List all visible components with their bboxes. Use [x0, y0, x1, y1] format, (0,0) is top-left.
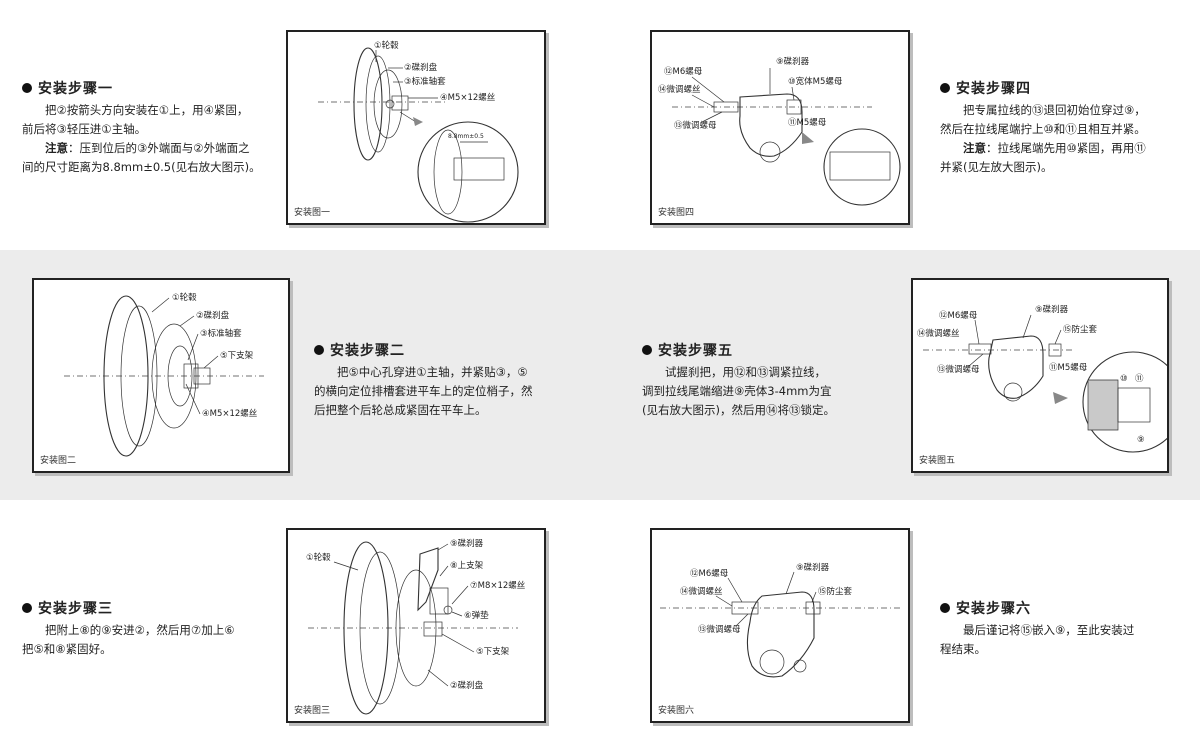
step-two-line: 的横向定位排槽套进平车上的定位梢子，然 [314, 384, 533, 398]
part-label: ④M5×12螺丝 [202, 408, 258, 419]
figure-caption: 安装图六 [658, 706, 695, 716]
part-label: ①轮毂 [172, 292, 197, 303]
figure-caption: 安装图二 [40, 456, 77, 466]
part-label: ⑦M8×12螺丝 [470, 580, 526, 591]
figure-six-drawing: ⑨碟刹器 ⑫M6螺母 ⑭微调螺丝 ⑮防尘套 ⑬微调螺母 [660, 563, 902, 678]
part-label: ⑭微调螺丝 [680, 586, 723, 597]
part-label: ⑬微调螺母 [937, 364, 980, 375]
figure-one-panel: 8.8mm±0.5 ①轮毂 ②碟刹盘 ③标准轴套 ④M5×12螺丝 安装图一 [286, 30, 546, 225]
part-label: ⑮防尘套 [1063, 324, 1098, 335]
step-two-line: 后把整个后轮总成紧固在平车上。 [314, 403, 487, 417]
figure-five-panel: ⑫M6螺母 ⑨碟刹器 ⑭微调螺丝 ⑮防尘套 ⑬微调螺母 ⑪M5螺母 ⑩ ⑪ ⑨ … [911, 278, 1169, 473]
step-three-line: 把⑤和⑧紧固好。 [22, 642, 112, 656]
step-three-title: 安装步骤三 [22, 598, 282, 620]
step-one-line: 前后将③轻压进①主轴。 [22, 122, 147, 136]
figure-two-drawing: ①轮毂 ②碟刹盘 ③标准轴套 ⑤下支架 ④M5×12螺丝 [64, 292, 264, 457]
section-band-3 [0, 500, 1200, 743]
figure-three-drawing: ⑨碟刹器 ①轮毂 ⑧上支架 ⑦M8×12螺丝 ⑥弹垫 ⑤下支架 ②碟刹盘 [306, 539, 526, 715]
part-label: ⑮防尘套 [818, 586, 853, 597]
step-five-line: 调到拉线尾端缩进⑨壳体3-4mm为宜 [642, 384, 832, 398]
part-label: ⑭微调螺丝 [658, 84, 701, 95]
part-label: ⑨碟刹器 [450, 539, 484, 549]
part-label: ⑫M6螺母 [690, 568, 728, 579]
figure-caption: 安装图四 [658, 208, 695, 218]
part-label: ⑩宽体M5螺母 [788, 76, 842, 87]
step-one-note: 注意：压到位后的③外端面与②外端面之 [45, 141, 250, 155]
part-label: ①轮毂 [306, 552, 331, 563]
step-five-line: 试握刹把，用⑫和⑬调紧拉线， [665, 365, 826, 379]
figure-one-drawing: 8.8mm±0.5 ①轮毂 ②碟刹盘 ③标准轴套 ④M5×12螺丝 [318, 40, 519, 223]
part-label: ⑨碟刹器 [796, 563, 830, 573]
part-label: ⑬微调螺母 [674, 120, 717, 131]
part-label: ⑩ [1120, 374, 1128, 384]
bullet-icon [940, 603, 950, 613]
part-label: ⑪M5螺母 [788, 117, 826, 128]
step-two-line: 把⑤中心孔穿进①主轴，并紧贴③，⑤ [337, 365, 528, 379]
figure-four-drawing: ⑨碟刹器 ⑫M6螺母 ⑩宽体M5螺母 ⑭微调螺丝 ⑪M5螺母 ⑬微调螺母 [658, 57, 901, 206]
figure-four-panel: ⑨碟刹器 ⑫M6螺母 ⑩宽体M5螺母 ⑭微调螺丝 ⑪M5螺母 ⑬微调螺母 安装图… [650, 30, 910, 225]
bullet-icon [22, 603, 32, 613]
part-label: ③标准轴套 [200, 328, 242, 339]
part-label: ④M5×12螺丝 [440, 92, 496, 103]
step-five-line: (见右放大图示)，然后用⑭将⑬锁定。 [642, 403, 835, 417]
part-label: ⑤下支架 [476, 646, 510, 657]
step-one-line: 把②按箭头方向安装在①上，用④紧固， [45, 103, 249, 117]
dimension-label: 8.8mm±0.5 [448, 133, 484, 140]
part-label: ②碟刹盘 [196, 310, 230, 321]
bullet-icon [22, 83, 32, 93]
step-four-line: 然后在拉线尾端拧上⑩和⑪且相互并紧。 [940, 122, 1146, 136]
part-label: ⑫M6螺母 [664, 66, 702, 77]
part-label: ②碟刹盘 [450, 680, 484, 691]
part-label: ⑨碟刹器 [1035, 305, 1069, 315]
step-four-line: 并紧(见左放大图示)。 [940, 160, 1053, 174]
step-two-title: 安装步骤二 [314, 340, 584, 362]
step-five-text: 安装步骤五 试握刹把，用⑫和⑬调紧拉线， 调到拉线尾端缩进⑨壳体3-4mm为宜 … [642, 340, 902, 420]
step-four-line: 把专属拉线的⑬退回初始位穿过⑨， [963, 103, 1146, 117]
step-four-text: 安装步骤四 把专属拉线的⑬退回初始位穿过⑨， 然后在拉线尾端拧上⑩和⑪且相互并紧… [940, 78, 1198, 177]
figure-caption: 安装图三 [294, 706, 331, 716]
part-label: ①轮毂 [374, 40, 399, 51]
part-label: ⑥弹垫 [464, 610, 489, 621]
part-label: ③标准轴套 [404, 76, 446, 87]
step-four-note: 注意：拉线尾端先用⑩紧固，再用⑪ [963, 141, 1146, 155]
part-label: ⑨ [1137, 435, 1145, 445]
step-one-text: 安装步骤一 把②按箭头方向安装在①上，用④紧固， 前后将③轻压进①主轴。 注意：… [22, 78, 282, 177]
step-six-title: 安装步骤六 [940, 598, 1198, 620]
part-label: ②碟刹盘 [404, 62, 438, 73]
step-two-text: 安装步骤二 把⑤中心孔穿进①主轴，并紧贴③，⑤ 的横向定位排槽套进平车上的定位梢… [314, 340, 584, 420]
bullet-icon [642, 345, 652, 355]
step-six-text: 安装步骤六 最后谨记将⑮嵌入⑨，至此安装过 程结束。 [940, 598, 1198, 659]
figure-two-panel: ①轮毂 ②碟刹盘 ③标准轴套 ⑤下支架 ④M5×12螺丝 安装图二 [32, 278, 290, 473]
part-label: ⑧上支架 [450, 560, 484, 571]
step-three-line: 把附上⑧的⑨安进②，然后用⑦加上⑥ [45, 623, 235, 637]
step-six-line: 程结束。 [940, 642, 986, 656]
step-five-title: 安装步骤五 [642, 340, 902, 362]
part-label: ⑨碟刹器 [776, 57, 810, 67]
part-label: ⑬微调螺母 [698, 624, 741, 635]
step-one-line: 间的尺寸距离为8.8mm±0.5(见右放大图示)。 [22, 160, 261, 174]
part-label: ⑫M6螺母 [939, 310, 977, 321]
step-three-text: 安装步骤三 把附上⑧的⑨安进②，然后用⑦加上⑥ 把⑤和⑧紧固好。 [22, 598, 282, 659]
figure-caption: 安装图一 [294, 208, 331, 218]
bullet-icon [940, 83, 950, 93]
figure-caption: 安装图五 [919, 456, 956, 466]
part-label: ⑪ [1135, 374, 1144, 384]
figure-three-panel: ⑨碟刹器 ①轮毂 ⑧上支架 ⑦M8×12螺丝 ⑥弹垫 ⑤下支架 ②碟刹盘 安装图… [286, 528, 546, 723]
figure-five-drawing: ⑫M6螺母 ⑨碟刹器 ⑭微调螺丝 ⑮防尘套 ⑬微调螺母 ⑪M5螺母 ⑩ ⑪ ⑨ [917, 305, 1167, 453]
section-band-1 [0, 0, 1200, 250]
part-label: ⑪M5螺母 [1049, 362, 1087, 373]
bullet-icon [314, 345, 324, 355]
part-label: ⑤下支架 [220, 350, 254, 361]
figure-six-panel: ⑨碟刹器 ⑫M6螺母 ⑭微调螺丝 ⑮防尘套 ⑬微调螺母 安装图六 [650, 528, 910, 723]
step-four-title: 安装步骤四 [940, 78, 1198, 100]
step-six-line: 最后谨记将⑮嵌入⑨，至此安装过 [963, 623, 1135, 637]
part-label: ⑭微调螺丝 [917, 328, 960, 339]
step-one-title: 安装步骤一 [22, 78, 282, 100]
